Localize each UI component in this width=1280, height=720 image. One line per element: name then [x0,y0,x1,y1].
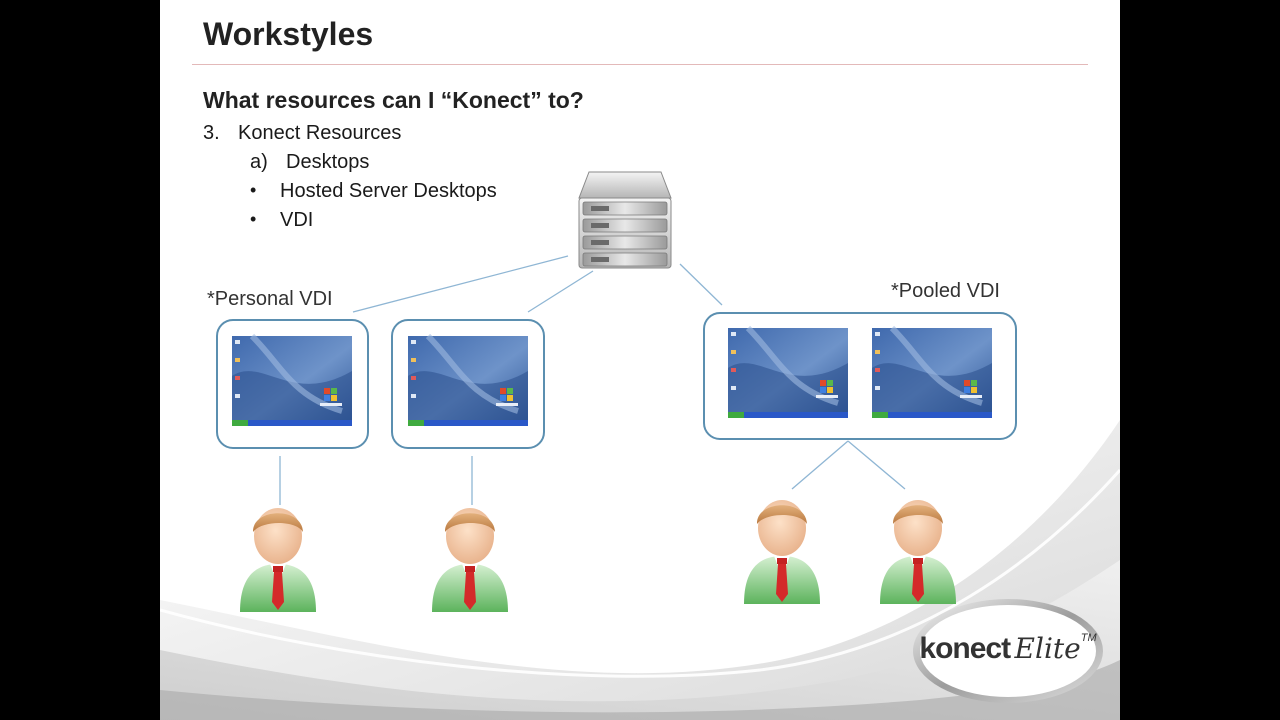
user-icon [432,508,508,612]
personal-vdi-label: *Personal VDI [207,288,333,310]
windows-desktop-screen [728,328,848,418]
server-icon [578,171,672,269]
vdi-diagram [216,171,1017,612]
pooled-vdi-label: *Pooled VDI [891,280,1000,302]
sub-item-letter: a) [250,151,268,173]
konect-elite-logo: konect EliteTM [910,596,1106,706]
title-divider [192,64,1088,65]
windows-desktop-screen [408,336,528,426]
sub-item-text: Desktops [286,151,370,173]
list-item-text: Konect Resources [238,122,402,144]
bullet-hosted-server-desktops: Hosted Server Desktops [280,180,497,202]
connector-line [352,255,569,313]
connector-line [847,440,906,490]
slide-background [160,420,1120,720]
logo-product-text: Elite [1014,632,1081,665]
user-icon [744,500,820,604]
logo-brand-text: konect [919,632,1011,665]
bullet-marker: • [250,180,257,200]
windows-desktop-screen [872,328,992,418]
logo-badge [913,599,1103,703]
logo-trademark: TM [1080,632,1097,644]
connector-line [679,263,723,306]
slide-title: Workstyles [203,16,374,52]
logo-wordmark: konect EliteTM [910,632,1106,666]
list-item-number: 3. [203,122,220,144]
slide: Workstyles What resources can I “Konect”… [160,0,1120,720]
bullet-vdi: VDI [280,209,314,231]
bullet-marker: • [250,209,257,229]
user-icon [240,508,316,612]
user-icon [880,500,956,604]
question-heading: What resources can I “Konect” to? [203,87,584,113]
windows-desktop-screen [232,336,352,426]
connector-line [791,440,849,490]
connector-line [527,270,594,313]
